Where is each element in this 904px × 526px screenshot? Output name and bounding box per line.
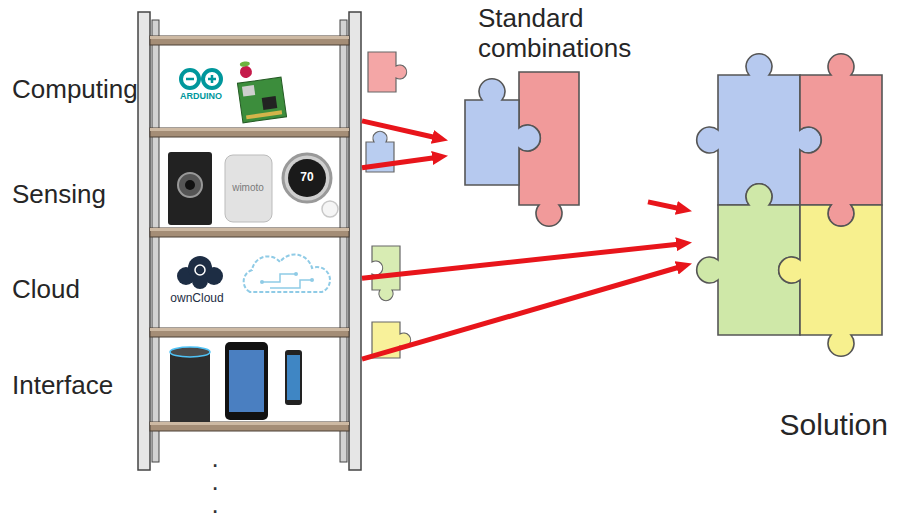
brand-label: wimoto (232, 183, 264, 193)
shelf-post (152, 20, 159, 462)
shelf-row: Cloud (8, 238, 362, 326)
brand-label: ownCloud (170, 292, 223, 304)
cloud-outline (244, 255, 330, 292)
circuit-dot (294, 272, 298, 276)
arduino-logo (181, 70, 221, 88)
combination-puzzle (465, 72, 579, 226)
raspberry-leaf (240, 61, 251, 67)
logo-minus (186, 78, 194, 81)
circuit-trace (262, 274, 312, 288)
board-chip (262, 96, 278, 110)
round-sensor (322, 201, 338, 217)
logo-plus (211, 75, 214, 83)
puzzle-piece (800, 54, 882, 227)
phone-body (285, 350, 302, 405)
logo-ring (181, 70, 199, 88)
circuit-dot (260, 280, 264, 284)
shelf-board (150, 36, 349, 39)
smartphone (285, 350, 302, 405)
ellipsis-dot: . (211, 491, 218, 517)
thermostat-face (288, 159, 326, 197)
board-port (242, 85, 255, 97)
thermostat-ring (283, 154, 331, 202)
shelf-post (349, 12, 361, 470)
small-puzzle-pieces (366, 52, 411, 358)
camera-lens (178, 173, 202, 197)
shelf-post (138, 12, 150, 470)
node-label: Sensing (12, 180, 106, 210)
puzzle-piece (779, 205, 882, 356)
circuit-board (237, 77, 286, 123)
flow-arrow (362, 267, 680, 359)
flow-arrow (362, 121, 436, 138)
bookshelf (138, 12, 361, 470)
shelf-row: Computing (8, 45, 362, 130)
puzzle-piece (368, 52, 407, 92)
raspberry-mark (239, 65, 253, 79)
board-pins (246, 110, 282, 119)
node-label: Interface (12, 371, 113, 401)
shelf-board (150, 128, 349, 131)
thermostat (283, 154, 331, 202)
raspberry-pi (235, 57, 287, 123)
flow-arrow (648, 202, 680, 209)
camera-lens (185, 180, 195, 190)
shelf-board (150, 228, 349, 237)
node-label: Cloud (12, 275, 80, 305)
puzzle-group: Solution (692, 48, 897, 453)
solution-puzzle (697, 54, 882, 357)
circuit-dot (310, 278, 314, 282)
tablet-body (225, 342, 268, 420)
owncloud-logo (177, 256, 223, 289)
action-camera (168, 152, 212, 225)
sensor-body (225, 155, 272, 222)
camera-body (168, 152, 212, 225)
cloud-circuit (244, 255, 330, 292)
brand-label: ARDUINO (180, 92, 222, 101)
logo-cloud (195, 265, 205, 275)
shelf-row: Interface (8, 336, 362, 424)
display-reading: 70 (300, 171, 313, 183)
smart-speaker (170, 347, 210, 422)
node-label: Computing (12, 75, 138, 105)
shelf-board (150, 328, 349, 331)
shelf-board (150, 228, 349, 231)
phone-screen (287, 355, 300, 400)
shelf-board (150, 422, 349, 431)
flow-arrow (362, 157, 436, 167)
node-label: Solution (768, 408, 888, 443)
shelf-board (150, 128, 349, 137)
shelf-board (150, 422, 349, 425)
speaker-body (170, 352, 210, 422)
shelf-board (150, 36, 349, 45)
logo-ring (203, 70, 221, 88)
speaker-top (170, 347, 210, 357)
tablet (225, 342, 268, 420)
puzzle-piece (465, 79, 540, 185)
flow-arrow (362, 244, 680, 278)
puzzle-group: Standard combinations (448, 2, 648, 230)
shelf-board (150, 328, 349, 337)
tablet-screen (229, 350, 264, 412)
node-label: Standard combinations (478, 4, 642, 64)
wimoto-sensor (225, 155, 272, 222)
shelf-post (340, 20, 347, 462)
